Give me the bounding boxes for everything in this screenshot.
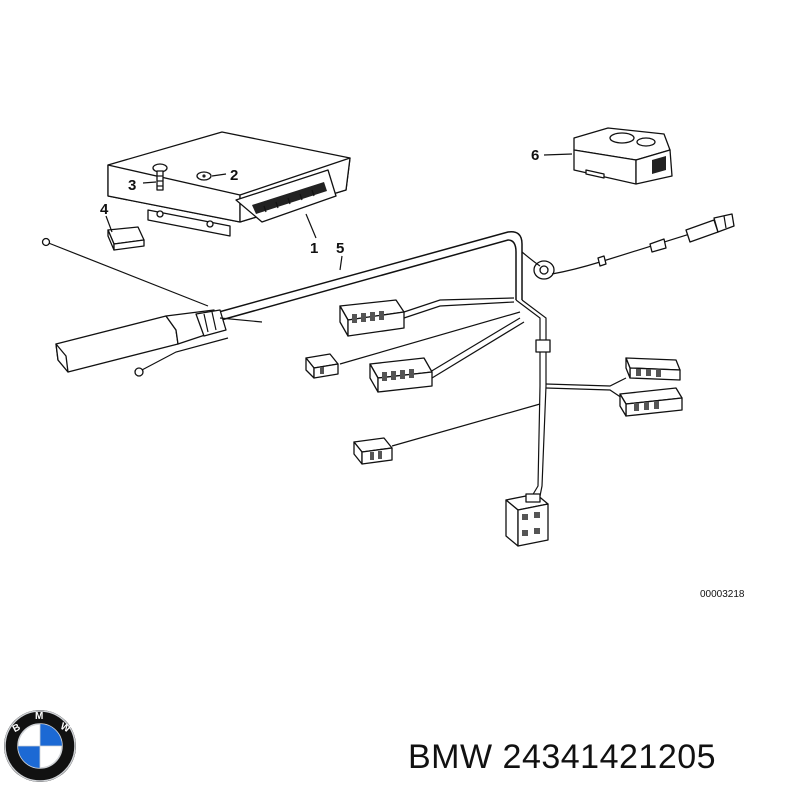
callout-4: 4 <box>100 201 109 218</box>
connector-e <box>619 387 683 417</box>
callout-6: 6 <box>531 147 539 164</box>
nut <box>196 171 212 181</box>
leader-lines <box>105 153 573 271</box>
callout-5: 5 <box>336 240 344 257</box>
connector-g <box>505 493 549 547</box>
callout-2: 2 <box>230 167 238 184</box>
bolt <box>152 163 168 191</box>
connector-f <box>353 437 393 465</box>
bracket <box>107 226 145 251</box>
switch-module <box>573 127 673 185</box>
part-number: 24341421205 <box>502 738 717 776</box>
control-unit <box>107 131 351 237</box>
svg-text:B: B <box>11 722 23 735</box>
connector-c <box>369 357 433 393</box>
svg-text:M: M <box>35 711 43 722</box>
part-caption: BMW 24341421205 <box>408 738 716 777</box>
connector-b <box>305 353 339 379</box>
connector-a <box>339 299 405 337</box>
brand-name: BMW <box>408 738 493 776</box>
wiring-harness <box>41 213 735 497</box>
drawing-number: 00003218 <box>700 589 745 600</box>
callout-3: 3 <box>128 177 136 194</box>
connector-d <box>625 357 681 381</box>
bmw-logo: B M W <box>4 710 76 782</box>
callout-1: 1 <box>310 240 318 257</box>
